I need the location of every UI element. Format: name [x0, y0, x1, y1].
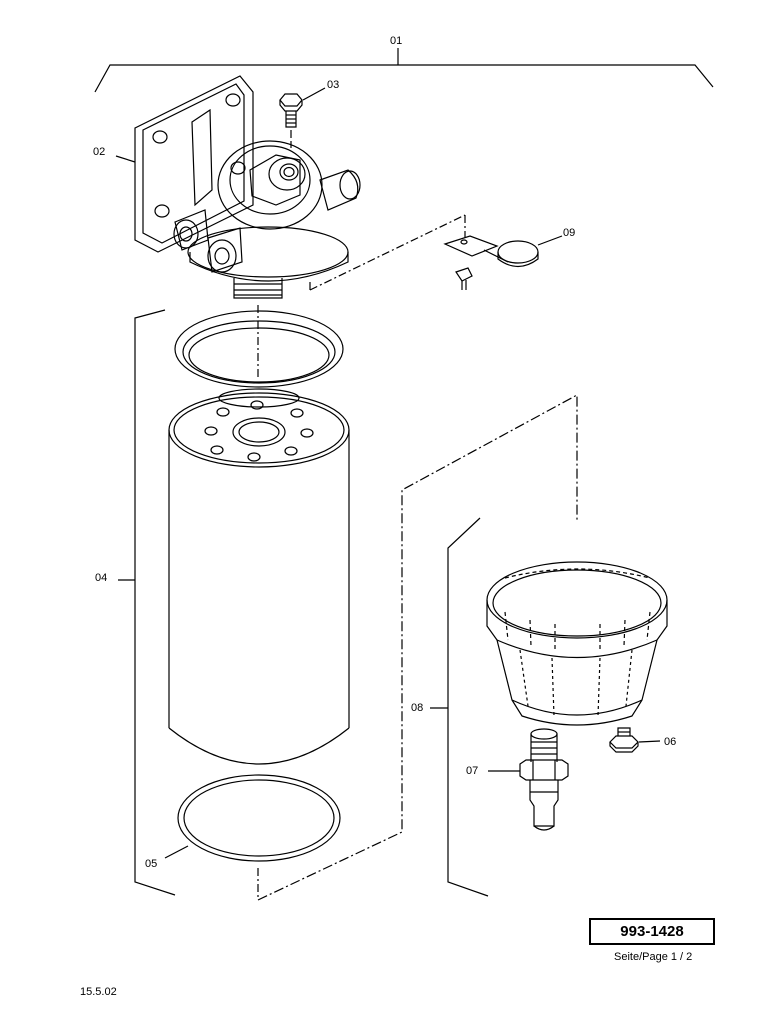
cover-cap-09: [309, 214, 563, 291]
part-number: 993-1428: [620, 923, 684, 940]
page-indicator: Seite/Page 1 / 2: [614, 951, 693, 963]
callout-03: 03: [327, 79, 339, 91]
bowl-assembly-bracket-08: [430, 517, 489, 897]
callout-01: 01: [390, 35, 402, 47]
filter-head-02: [115, 75, 361, 299]
screw-03: [279, 87, 326, 148]
callout-08: 08: [411, 702, 423, 714]
plug-06: [609, 727, 661, 753]
callout-07: 07: [466, 765, 478, 777]
assembly-bracket-01: [94, 48, 714, 93]
callout-09: 09: [563, 227, 575, 239]
callout-05: 05: [145, 858, 157, 870]
connector-dashed-line: [257, 393, 578, 901]
part-number-box: 993-1428: [589, 918, 715, 945]
callout-04: 04: [95, 572, 107, 584]
revision-date: 15.5.02: [80, 986, 117, 998]
callout-02: 02: [93, 146, 105, 158]
filter-cartridge-04: [118, 305, 350, 896]
drain-valve-07: [488, 728, 569, 831]
separator-bowl: [486, 561, 668, 726]
seal-ring-05: [164, 774, 341, 900]
callout-06: 06: [664, 736, 676, 748]
